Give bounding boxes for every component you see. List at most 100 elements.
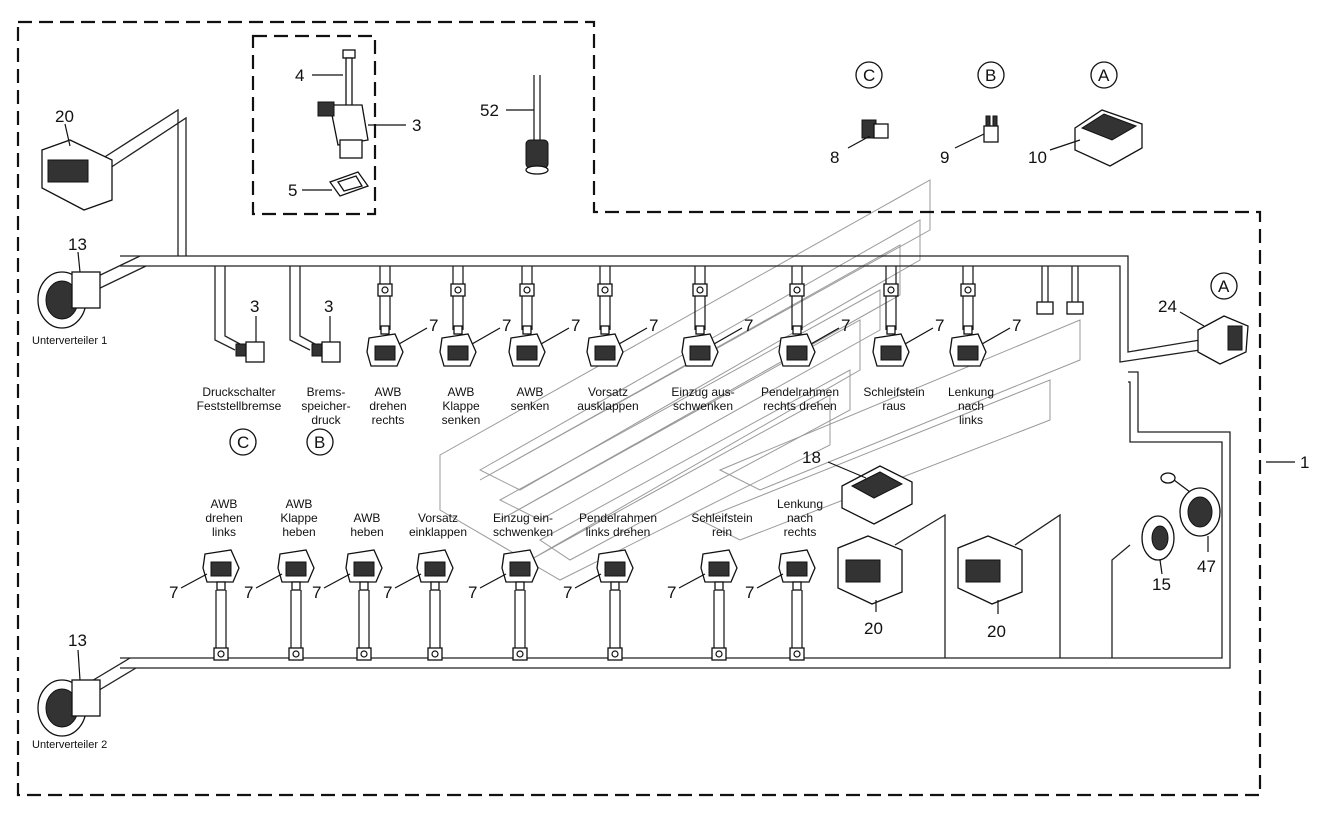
lower-connector-6 [596, 549, 634, 661]
upper-label-5-1: Einzug aus- [671, 385, 734, 399]
upper-switch-label-2c: druck [311, 413, 341, 427]
lower-callout-7: 7 [667, 583, 676, 602]
letter-c-top: C [863, 66, 875, 85]
lower-label-3-1: AWB [354, 511, 381, 525]
callout-9: 9 [940, 148, 949, 167]
upper-callout-2: 7 [502, 316, 511, 335]
solenoid-plug-icon [501, 549, 539, 591]
upper-connector-3 [508, 266, 546, 367]
upper-callout-1: 7 [429, 316, 438, 335]
upper-connector-1 [366, 266, 404, 367]
upper-label-6-1: Pendelrahmen [761, 385, 839, 399]
upper-switch-label-1a: Druckschalter [202, 385, 275, 399]
cable-icon [506, 75, 549, 175]
solenoid-plug-icon [700, 549, 738, 591]
lower-connector-4 [416, 549, 454, 661]
lower-label-2-2: Klappe [280, 511, 318, 525]
upper-switch-callout-2: 3 [324, 297, 333, 316]
lower-callout-1: 7 [169, 583, 178, 602]
callout-52: 52 [480, 101, 499, 120]
upper-connector-4 [586, 266, 624, 367]
upper-label-2-1: AWB [448, 385, 475, 399]
upper-connector-6 [778, 266, 816, 367]
callout-5: 5 [288, 181, 297, 200]
pressure-switch-icon [847, 119, 889, 149]
upper-label-8-1: Lenkung [948, 385, 994, 399]
upper-callout-4: 7 [649, 316, 658, 335]
letter-a-top: A [1098, 66, 1110, 85]
upper-label-4-2: ausklappen [577, 399, 638, 413]
connector-20a-icon [837, 535, 903, 612]
cap-47-icon [1160, 472, 1221, 552]
lower-label-2-3: heben [282, 525, 315, 539]
bolt-icon [342, 49, 356, 109]
callout-10: 10 [1028, 148, 1047, 167]
callout-47: 47 [1197, 557, 1216, 576]
solenoid-plug-icon [345, 549, 383, 591]
upper-connector-7 [872, 266, 910, 367]
callout-20-a: 20 [864, 619, 883, 638]
upper-label-8-2: nach [958, 399, 984, 413]
solenoid-plug-icon [586, 325, 624, 367]
upper-callout-7: 7 [935, 316, 944, 335]
callout-1: 1 [1300, 453, 1309, 472]
lower-label-1-2: drehen [205, 511, 242, 525]
solenoid-plug-icon [596, 549, 634, 591]
valve-plug-icon [317, 101, 369, 159]
upper-label-3-1: AWB [517, 385, 544, 399]
label-unterverteiler-1: Unterverteiler 1 [32, 335, 107, 347]
lower-label-3-2: heben [350, 525, 383, 539]
upper-label-1-3: rechts [372, 413, 405, 427]
harness-trunks [79, 108, 1231, 699]
upper-label-3-2: senken [511, 399, 550, 413]
solenoid-plug-icon [681, 325, 719, 367]
lower-label-2-1: AWB [286, 497, 313, 511]
upper-label-6-2: rechts drehen [763, 399, 836, 413]
upper-switch-label-2b: speicher- [301, 399, 350, 413]
upper-connector-2 [439, 266, 477, 367]
lower-label-6-1: Pendelrahmen [579, 511, 657, 525]
letter-a-right: A [1218, 277, 1230, 296]
solenoid-plug-icon [778, 549, 816, 591]
lower-connector-7 [700, 549, 738, 661]
callout-20-left: 20 [55, 107, 74, 126]
upper-switch-label-2a: Brems- [307, 385, 346, 399]
round-socket-15-icon [1141, 515, 1175, 575]
upper-label-2-3: senken [442, 413, 481, 427]
upper-callout-6: 7 [841, 316, 850, 335]
solenoid-plug-icon [949, 325, 987, 367]
seal-icon [328, 171, 370, 197]
upper-switch-letter-2: B [314, 433, 325, 452]
lower-callout-6: 7 [563, 583, 572, 602]
lower-connector-3 [345, 549, 383, 661]
lower-label-7-2: rein [712, 525, 732, 539]
assembly-boundary [16, 20, 1262, 797]
lower-label-8-2: nach [787, 511, 813, 525]
lower-connector-5 [501, 549, 539, 661]
solenoid-plug-icon [416, 549, 454, 591]
upper-switch-2 [289, 266, 341, 363]
upper-label-7-1: Schleifstein [863, 385, 924, 399]
upper-label-5-2: schwenken [673, 399, 733, 413]
lower-label-4-1: Vorsatz [418, 511, 458, 525]
solenoid-plug-icon [366, 325, 404, 367]
upper-label-2-2: Klappe [442, 399, 480, 413]
upper-connector-row: 7AWBdrehenrechts7AWBKlappesenken7AWBsenk… [366, 266, 1021, 427]
letter-b-top: B [985, 66, 996, 85]
callout-24: 24 [1158, 297, 1177, 316]
lower-label-7-1: Schleifstein [691, 511, 752, 525]
connector-20-icon [41, 123, 113, 211]
lower-label-5-1: Einzug ein- [493, 511, 553, 525]
lower-callout-5: 7 [468, 583, 477, 602]
solenoid-plug-icon [202, 549, 240, 591]
upper-callout-3: 7 [571, 316, 580, 335]
round-connector-bottom-icon [37, 649, 101, 737]
upper-callout-5: 7 [744, 316, 753, 335]
upper-switch-letter-1: C [237, 433, 249, 452]
lower-label-4-2: einklappen [409, 525, 467, 539]
lower-label-8-3: rechts [784, 525, 817, 539]
upper-label-4-1: Vorsatz [588, 385, 628, 399]
lower-callout-8: 7 [745, 583, 754, 602]
watermark-logo [439, 179, 1081, 581]
